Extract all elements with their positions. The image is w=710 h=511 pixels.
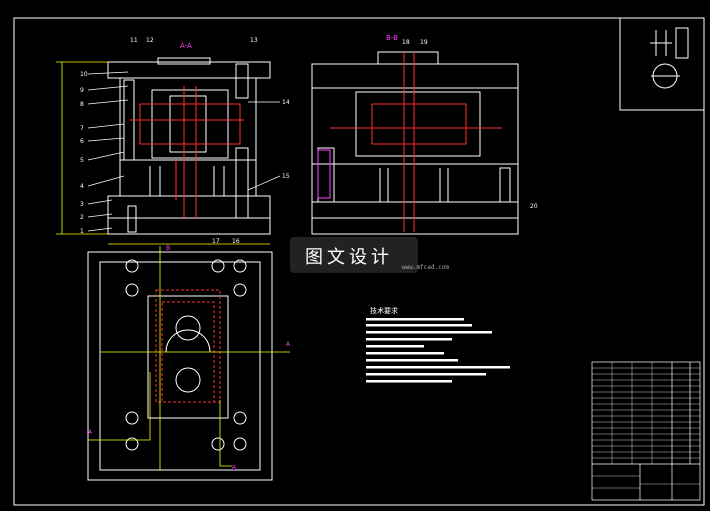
svg-text:12: 12 xyxy=(146,37,154,44)
svg-text:6: 6 xyxy=(80,138,84,145)
svg-text:B: B xyxy=(232,465,236,472)
part-labels-left: 10 9 8 7 6 5 4 3 2 1 xyxy=(80,71,88,235)
svg-text:5: 5 xyxy=(80,157,84,164)
svg-text:A: A xyxy=(286,341,291,348)
svg-text:B: B xyxy=(166,245,170,252)
section-aa-view xyxy=(107,57,271,235)
svg-text:3: 3 xyxy=(80,201,84,208)
plan-centerlines xyxy=(88,246,290,470)
svg-text:18: 18 xyxy=(402,39,410,46)
section-aa-dims xyxy=(56,61,270,245)
section-aa-label: A-A xyxy=(180,42,192,50)
svg-text:17: 17 xyxy=(212,238,220,245)
watermark-text: 图文设计 xyxy=(305,247,393,268)
title-block xyxy=(591,361,701,501)
svg-text:4: 4 xyxy=(80,183,84,190)
svg-text:20: 20 xyxy=(530,203,538,210)
plan-view xyxy=(87,251,273,481)
notes-heading: 技术要求 xyxy=(370,306,398,315)
svg-text:13: 13 xyxy=(250,37,258,44)
svg-text:16: 16 xyxy=(232,238,240,245)
svg-text:1: 1 xyxy=(80,228,84,235)
svg-text:8: 8 xyxy=(80,101,84,108)
svg-text:A: A xyxy=(88,429,93,436)
svg-text:2: 2 xyxy=(80,214,84,221)
section-bb-view xyxy=(311,51,519,235)
svg-text:19: 19 xyxy=(420,39,428,46)
svg-text:14: 14 xyxy=(282,99,290,106)
svg-text:9: 9 xyxy=(80,87,84,94)
plan-markers: A A B B xyxy=(88,245,291,472)
part-labels-section-b: 18 19 20 xyxy=(402,39,538,210)
svg-text:7: 7 xyxy=(80,125,84,132)
svg-text:11: 11 xyxy=(130,37,138,44)
section-bb-hidden xyxy=(330,52,502,232)
leader-lines-left xyxy=(87,71,281,232)
part-labels-top: 11 12 13 14 15 17 16 xyxy=(130,37,290,245)
svg-text:15: 15 xyxy=(282,173,290,180)
watermark-url: www.mfcad.com xyxy=(402,264,449,271)
watermark-badge xyxy=(290,237,418,273)
section-aa-hidden xyxy=(130,86,244,218)
detail-box xyxy=(619,17,705,111)
detail-symbol xyxy=(650,27,689,89)
title-block-rows xyxy=(592,362,700,489)
svg-text:10: 10 xyxy=(80,71,88,78)
section-bb-cylinder xyxy=(317,149,331,199)
section-bb-label: B-B xyxy=(386,34,398,42)
drawing-border xyxy=(13,17,705,506)
plan-hidden xyxy=(155,289,221,403)
notes-lines xyxy=(366,318,510,383)
